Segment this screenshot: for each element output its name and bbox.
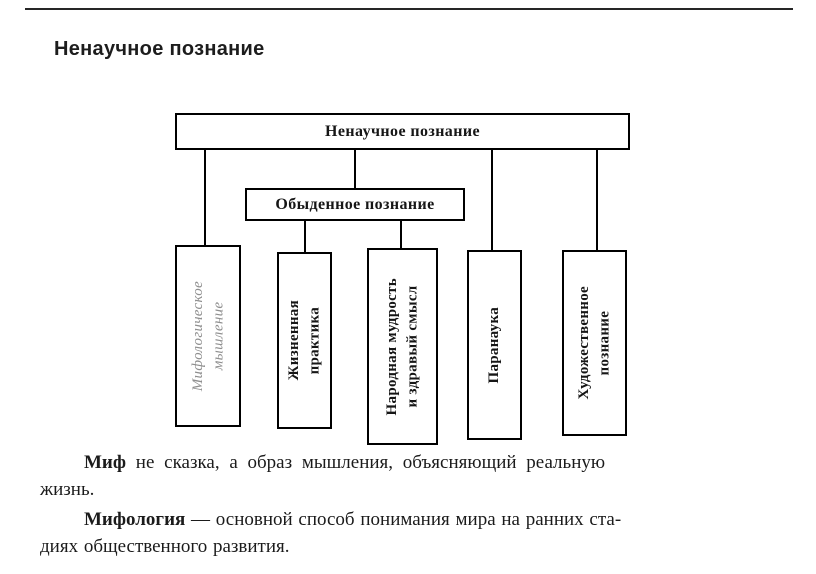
diagram-leaf-life-practice: Жизненная практика	[277, 252, 332, 429]
diagram-root-label: Ненаучное познание	[325, 122, 480, 140]
top-rule	[25, 8, 793, 10]
connector-everyday-to-wisdom	[400, 221, 402, 248]
diagram-leaf-artistic-cognition-label: Художественное познание	[576, 286, 613, 400]
diagram-leaf-life-practice-label: Жизненная практика	[286, 300, 323, 381]
body-text: Миф не сказка, а образ мышления, объясня…	[40, 450, 788, 561]
diagram-leaf-parascience-label: Паранаука	[486, 306, 503, 384]
diagram-leaf-folk-wisdom-label: Народная мудрость и здравый смысл	[384, 277, 421, 416]
page-heading: Ненаучное познание	[54, 38, 265, 60]
connector-root-to-artistic	[596, 150, 598, 250]
paragraph-myth-lead: Миф	[84, 452, 127, 473]
paragraph-mythology: Мифология — основной способ понимания ми…	[40, 507, 788, 561]
connector-root-to-parascience	[491, 150, 493, 250]
diagram-everyday-box: Обыденное познание	[245, 188, 465, 221]
paragraph-myth: Миф не сказка, а образ мышления, объясня…	[40, 450, 788, 504]
diagram-leaf-mythological-thinking: Мифологическое мышление	[175, 245, 241, 427]
diagram-root-box: Ненаучное познание	[175, 113, 630, 150]
diagram-everyday-label: Обыденное познание	[275, 195, 435, 213]
paragraph-myth-text: не сказка, а образ мышления, объясняющий…	[40, 452, 606, 500]
connector-everyday-to-practice	[304, 221, 306, 252]
paragraph-mythology-text: — основной способ понимания мира на ранн…	[40, 508, 622, 557]
diagram-leaf-artistic-cognition: Художественное познание	[562, 250, 627, 436]
diagram-leaf-mythological-thinking-label: Мифологическое мышление	[189, 280, 226, 392]
diagram-leaf-parascience: Паранаука	[467, 250, 522, 440]
diagram-leaf-folk-wisdom: Народная мудрость и здравый смысл	[367, 248, 438, 445]
paragraph-mythology-lead: Мифология	[84, 508, 186, 530]
connector-root-to-everyday	[354, 150, 356, 188]
connector-root-to-mythological	[204, 150, 206, 245]
